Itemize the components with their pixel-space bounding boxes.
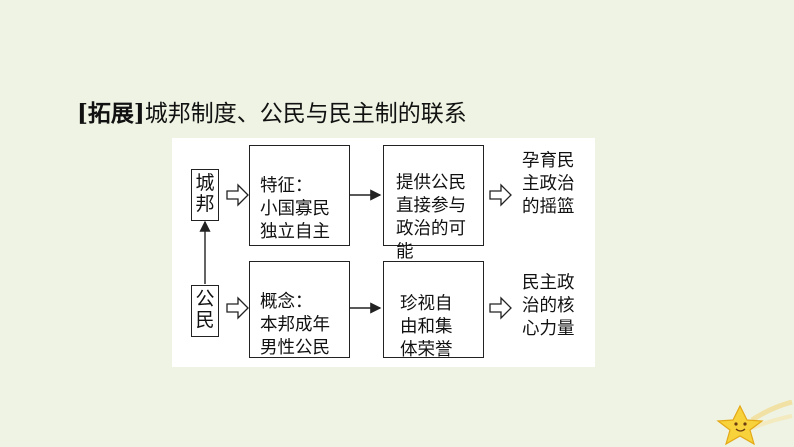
heading-text: 城邦制度、公民与民主制的联系 bbox=[144, 101, 467, 127]
bottom-middle-text: 珍视自 由和集 体荣誉 bbox=[400, 294, 453, 360]
top-result-text: 孕育民 主政治 的摇篮 bbox=[522, 151, 575, 217]
section-heading: [拓展]城邦制度、公民与民主制的联系 bbox=[77, 94, 467, 128]
city-state-box: 城邦 bbox=[191, 169, 219, 221]
middle-to-bottom-result-arrow bbox=[489, 296, 512, 320]
citizen-label: 公民 bbox=[195, 288, 215, 331]
bottom-middle-box: 珍视自 由和集 体荣誉 bbox=[383, 261, 484, 360]
feature-box: 特征： 小国寡民 独立自主 bbox=[249, 145, 350, 246]
bottom-result-text: 民主政 治的核 心力量 bbox=[522, 273, 575, 339]
star-decoration-icon bbox=[716, 400, 793, 446]
concept-text: 概念： 本邦成年 男性公民 bbox=[260, 292, 330, 358]
citizen-box: 公民 bbox=[191, 285, 219, 337]
heading-tag: [拓展] bbox=[77, 100, 145, 127]
city-to-feature-arrow bbox=[226, 183, 249, 207]
diagram-panel: 城邦 公民 特征： 小国寡民 独立自主 概念： 本邦成年 男性公民 提供公民 直… bbox=[172, 138, 595, 367]
citizen-to-concept-arrow bbox=[226, 296, 249, 320]
top-middle-box: 提供公民 直接参与 政治的可 能 bbox=[383, 145, 484, 262]
concept-box: 概念： 本邦成年 男性公民 bbox=[249, 261, 350, 358]
feature-text: 特征： 小国寡民 独立自主 bbox=[260, 176, 330, 242]
top-middle-text: 提供公民 直接参与 政治的可 能 bbox=[396, 173, 466, 262]
diagram-connectors bbox=[199, 183, 512, 320]
city-state-label: 城邦 bbox=[195, 172, 215, 215]
middle-to-top-result-arrow bbox=[489, 183, 512, 207]
